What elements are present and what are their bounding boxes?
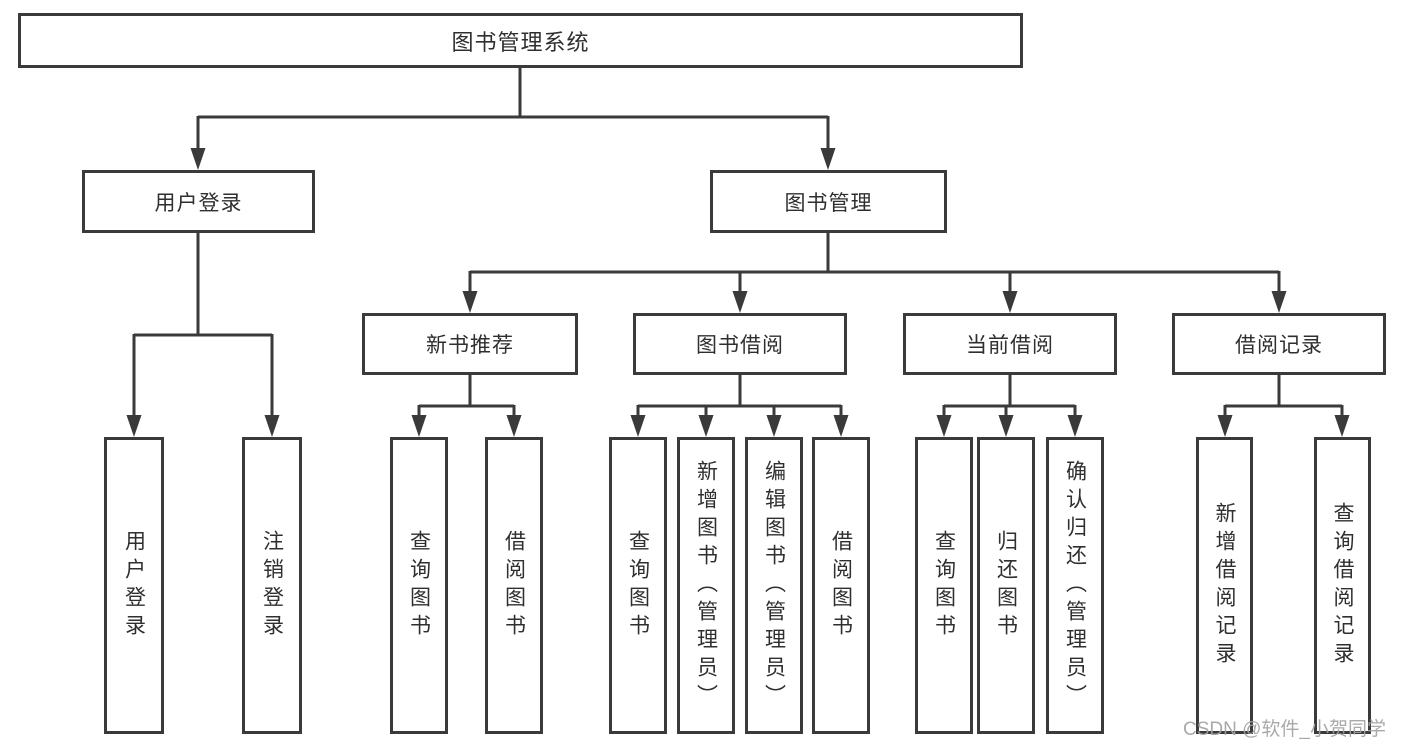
node-current-borrowing: 当前借阅 bbox=[903, 313, 1117, 375]
arrowheads bbox=[126, 148, 1350, 437]
leaf-add-borrow-record-label: 新增借阅记录 bbox=[1213, 501, 1236, 670]
node-book-management-label: 图书管理 bbox=[784, 191, 873, 215]
leaf-query-books-borrowing: 查询图书 bbox=[609, 437, 667, 734]
leaf-add-book-admin-label: 新增图书（管理员） bbox=[694, 459, 718, 712]
leaf-borrow-books-borrowing-label: 借阅图书 bbox=[829, 529, 853, 642]
leaf-confirm-return-admin: 确认归还（管理员） bbox=[1046, 437, 1104, 734]
leaf-borrow-books-recommend: 借阅图书 bbox=[485, 437, 543, 734]
leaf-return-book-label: 归还图书 bbox=[994, 529, 1018, 642]
leaf-query-borrow-record: 查询借阅记录 bbox=[1314, 437, 1371, 734]
leaf-confirm-return-admin-label: 确认归还（管理员） bbox=[1063, 459, 1087, 712]
leaf-user-login: 用户登录 bbox=[104, 437, 164, 734]
leaf-borrow-books-recommend-label: 借阅图书 bbox=[502, 529, 526, 642]
node-user-login-label: 用户登录 bbox=[154, 191, 243, 215]
leaf-edit-book-admin-label: 编辑图书（管理员） bbox=[762, 459, 786, 712]
node-book-borrowing-label: 图书借阅 bbox=[696, 334, 784, 357]
node-book-management: 图书管理 bbox=[710, 170, 947, 233]
leaf-query-books-recommend: 查询图书 bbox=[390, 437, 448, 734]
node-borrowing-records-label: 借阅记录 bbox=[1235, 334, 1323, 357]
leaf-query-books-borrowing-label: 查询图书 bbox=[626, 529, 650, 642]
leaf-add-book-admin: 新增图书（管理员） bbox=[677, 437, 735, 734]
leaf-borrow-books-borrowing: 借阅图书 bbox=[812, 437, 870, 734]
node-borrowing-records: 借阅记录 bbox=[1172, 313, 1386, 375]
leaf-user-login-label: 用户登录 bbox=[122, 529, 146, 642]
node-book-borrowing: 图书借阅 bbox=[633, 313, 847, 375]
leaf-add-borrow-record: 新增借阅记录 bbox=[1196, 437, 1253, 734]
leaf-edit-book-admin: 编辑图书（管理员） bbox=[745, 437, 803, 734]
csdn-watermark: CSDN @软件_小贺同学 bbox=[1183, 719, 1386, 740]
node-current-borrowing-label: 当前借阅 bbox=[966, 334, 1054, 357]
node-new-book-recommend-label: 新书推荐 bbox=[426, 334, 514, 357]
leaf-query-borrow-record-label: 查询借阅记录 bbox=[1331, 501, 1354, 670]
node-library-system: 图书管理系统 bbox=[18, 13, 1023, 68]
connector-paths bbox=[132, 68, 1344, 417]
node-new-book-recommend: 新书推荐 bbox=[362, 313, 578, 375]
leaf-query-books-current-label: 查询图书 bbox=[932, 529, 956, 642]
leaf-logout: 注销登录 bbox=[242, 437, 302, 734]
leaf-query-books-recommend-label: 查询图书 bbox=[407, 529, 431, 642]
leaf-logout-label: 注销登录 bbox=[260, 529, 284, 642]
node-library-system-label: 图书管理系统 bbox=[451, 29, 590, 55]
leaf-return-book: 归还图书 bbox=[977, 437, 1035, 734]
node-user-login: 用户登录 bbox=[82, 170, 315, 233]
leaf-query-books-current: 查询图书 bbox=[915, 437, 973, 734]
